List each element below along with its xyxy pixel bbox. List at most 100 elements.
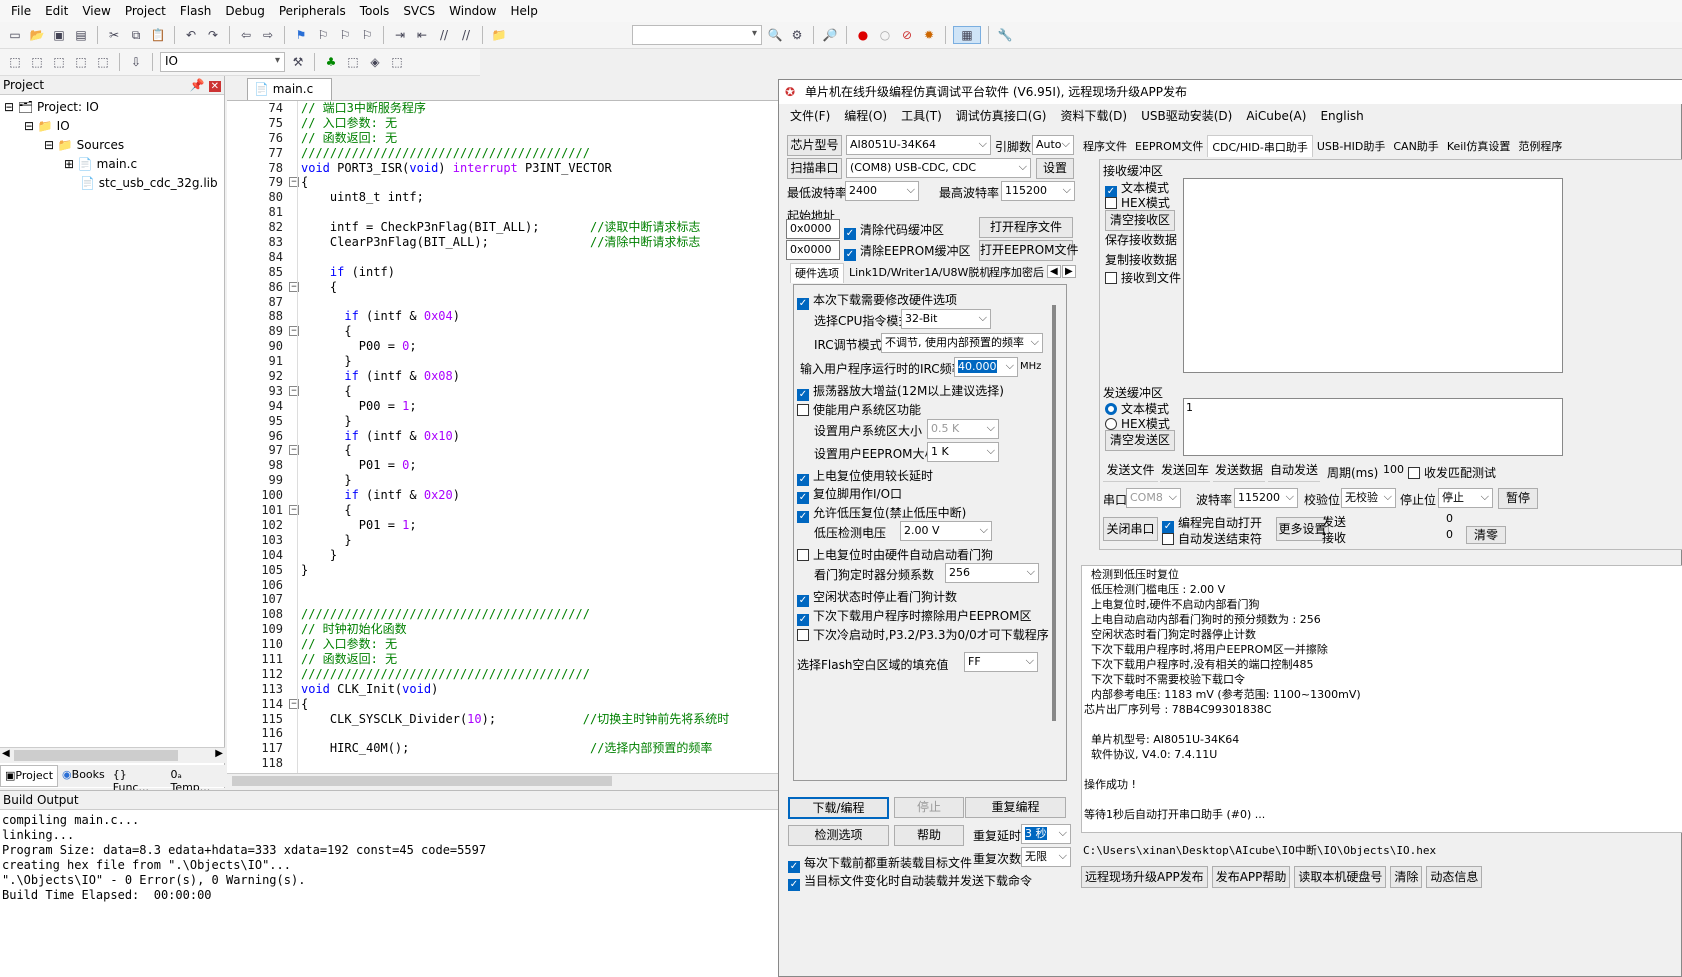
irc-mode-select[interactable]: 不调节, 使用内部预置的频率: [881, 333, 1043, 353]
checkbox-unchecked[interactable]: [1105, 272, 1117, 284]
repeat-delay-select[interactable]: 3 秒: [1021, 824, 1071, 844]
scroll-left-icon[interactable]: ◀: [2, 748, 10, 759]
repeat-count-select[interactable]: 无限: [1021, 847, 1071, 867]
breakpoint-disable-icon[interactable]: ○: [879, 28, 891, 42]
target-options-icon[interactable]: ⚒: [292, 55, 304, 69]
undo-icon[interactable]: ↶: [185, 28, 197, 42]
checkbox-unchecked[interactable]: [1105, 197, 1117, 209]
stop-bit-select[interactable]: 停止: [1438, 488, 1493, 508]
isp-bottom-button[interactable]: 动态信息: [1426, 866, 1483, 888]
right-tab[interactable]: 程序文件: [1083, 140, 1127, 153]
editor-hscrollbar[interactable]: [227, 773, 787, 788]
isp-menu-item[interactable]: 资料下载(D): [1060, 109, 1128, 123]
manage-project-icon[interactable]: ⬚: [347, 55, 359, 69]
pause-button[interactable]: 暂停: [1498, 488, 1538, 509]
right-tab[interactable]: CDC/HID-串口助手: [1207, 135, 1313, 157]
tree-expand-icon[interactable]: ⊟: [44, 138, 55, 152]
user-sys-size-select[interactable]: 0.5 K: [927, 419, 999, 439]
isp-menu-item[interactable]: USB驱动安装(D): [1141, 109, 1233, 123]
port-select[interactable]: (COM8) USB-CDC, CDC: [846, 158, 1031, 178]
auto-load-option[interactable]: ✓当目标文件变化时自动装载并发送下载命令: [788, 872, 1032, 891]
fold-toggle-icon[interactable]: −: [289, 445, 299, 456]
tab-books[interactable]: ◉Books: [58, 765, 109, 787]
horizontal-scrollbar[interactable]: ◀ ▶: [0, 747, 225, 763]
clear-recv-button[interactable]: 清空接收区: [1105, 210, 1175, 231]
menu-item[interactable]: File: [11, 4, 32, 18]
tab-hardware-options[interactable]: 硬件选项: [790, 263, 844, 283]
wdt-auto-option[interactable]: 上电复位时由硬件自动启动看门狗: [797, 546, 993, 563]
menu-item[interactable]: View: [82, 4, 111, 18]
idle-wdt-option[interactable]: ✓空闲状态时停止看门狗计数: [797, 588, 957, 607]
menu-item[interactable]: Edit: [45, 4, 69, 18]
checkbox-unchecked[interactable]: [797, 629, 809, 641]
tab-project[interactable]: ▣Project: [0, 765, 59, 787]
isp-bottom-button[interactable]: 远程现场升级APP发布: [1081, 866, 1208, 888]
clear-send-button[interactable]: 清空发送区: [1105, 430, 1175, 451]
chip-model-button[interactable]: 芯片型号: [787, 135, 842, 156]
cpu-mode-select[interactable]: 32-Bit: [901, 309, 991, 329]
code-start-addr[interactable]: 0x0000: [786, 219, 840, 239]
osc-gain-option[interactable]: ✓振荡器放大增益(12M以上建议选择): [797, 382, 1004, 401]
send-textarea[interactable]: 1: [1183, 398, 1563, 456]
open-program-button[interactable]: 打开程序文件: [979, 217, 1073, 238]
menu-item[interactable]: Peripherals: [278, 4, 346, 18]
reset-io-option[interactable]: ✓复位脚用作I/O口: [797, 485, 902, 504]
menu-item[interactable]: Flash: [179, 4, 212, 18]
wdt-div-select[interactable]: 256: [945, 563, 1039, 583]
max-baud-select[interactable]: 115200: [1001, 181, 1075, 201]
panel-scrollbar[interactable]: [1052, 305, 1056, 721]
fold-toggle-icon[interactable]: −: [289, 326, 299, 337]
menu-item[interactable]: Project: [124, 4, 166, 18]
pack-installer-icon[interactable]: ⬚: [391, 55, 403, 69]
isp-menu-item[interactable]: 编程(O): [844, 109, 888, 123]
checkbox-unchecked[interactable]: [797, 404, 809, 416]
checkbox-checked[interactable]: ✓: [844, 249, 856, 261]
batch-build-icon[interactable]: ⬚: [75, 55, 87, 69]
baud-select[interactable]: 115200: [1234, 488, 1298, 508]
editor-tab-main-c[interactable]: 📄 main.c: [247, 78, 332, 100]
close-icon[interactable]: ✕: [208, 81, 221, 92]
checkbox-checked[interactable]: ✓: [797, 614, 809, 626]
close-port-button[interactable]: 关闭串口: [1103, 517, 1158, 541]
tree-item-group[interactable]: ⊟ 📁 Sources: [4, 136, 224, 155]
checkbox-checked[interactable]: ✓: [797, 492, 809, 504]
send-enter-button[interactable]: 发送回车: [1160, 461, 1210, 482]
checkbox-checked[interactable]: ✓: [1162, 521, 1174, 533]
auto-send-button[interactable]: 自动发送: [1268, 461, 1320, 482]
kill-breakpoints-icon[interactable]: ⊘: [901, 28, 913, 42]
load-icon[interactable]: ⇩: [130, 55, 142, 69]
menu-item[interactable]: SVCS: [403, 4, 436, 18]
incremental-find-icon[interactable]: ⚙: [791, 28, 803, 42]
right-tab[interactable]: CAN助手: [1393, 140, 1439, 153]
eeprom-start-addr[interactable]: 0x0000: [786, 240, 840, 260]
clear-count-button[interactable]: 清零: [1466, 526, 1506, 544]
send-data-button[interactable]: 发送数据: [1213, 461, 1265, 482]
isp-menu-item[interactable]: 工具(T): [901, 109, 942, 123]
cold-boot-option[interactable]: 下次冷启动时,P3.2/P3.3为0/0才可下载程序: [797, 626, 1049, 643]
parity-select[interactable]: 无校验: [1341, 488, 1396, 508]
uncomment-icon[interactable]: //: [461, 28, 471, 42]
checkbox-checked[interactable]: ✓: [1105, 186, 1117, 198]
menu-item[interactable]: Window: [449, 4, 497, 18]
reprogram-button[interactable]: 重复编程: [965, 797, 1066, 818]
comment-icon[interactable]: //: [439, 28, 449, 42]
isp-menu-item[interactable]: 文件(F): [790, 109, 831, 123]
checkbox-checked[interactable]: ✓: [788, 879, 800, 891]
tab-functions[interactable]: {} Func...: [112, 768, 149, 794]
find-combo[interactable]: [632, 25, 762, 45]
low-voltage-reset-option[interactable]: ✓允许低压复位(禁止低压中断): [797, 504, 966, 523]
next-bookmark-icon[interactable]: ⚐: [339, 28, 351, 42]
breakpoint-icon[interactable]: ●: [857, 28, 869, 42]
irc-freq-select[interactable]: 40.000: [954, 357, 1018, 377]
isp-menu-item[interactable]: 调试仿真接口(G): [955, 109, 1047, 123]
wrench-icon[interactable]: 🔧: [997, 28, 1013, 42]
cut-icon[interactable]: ✂: [108, 28, 120, 42]
lvd-select[interactable]: 2.00 V: [900, 521, 992, 541]
clear-eeprom-option[interactable]: ✓清除EEPROM缓冲区: [844, 242, 971, 261]
tree-item-file[interactable]: ⊞ 📄 main.c: [4, 155, 224, 174]
prev-bookmark-icon[interactable]: ⚐: [317, 28, 329, 42]
debug-session-icon[interactable]: 🔎: [822, 28, 838, 42]
nav-back-icon[interactable]: ⇦: [240, 28, 252, 42]
rebuild-icon[interactable]: ⬚: [53, 55, 65, 69]
